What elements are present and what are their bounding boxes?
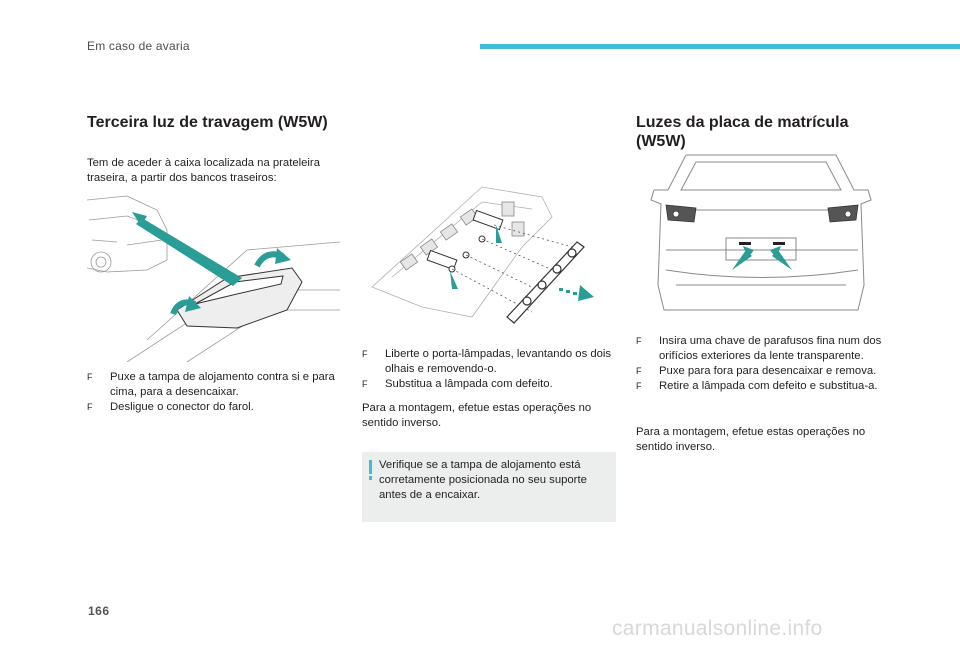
bullet-icon: F	[87, 372, 93, 382]
rear-shelf-illustration	[87, 195, 340, 362]
brake-light-intro: Tem de aceder à caixa localizada na prat…	[87, 157, 320, 184]
plate-lights-title: Luzes da placa de matrícula (W5W)	[636, 114, 849, 150]
watermark: carmanualsonline.info	[612, 617, 823, 640]
bullet-icon: F	[636, 336, 642, 346]
info-callout: Verifique se a tampa de alojamento está …	[362, 452, 616, 522]
reassembly-note: Para a montagem, efetue estas operações …	[362, 402, 592, 429]
page-section-title: Em caso de avaria	[87, 39, 190, 53]
bullet-icon: F	[636, 381, 642, 391]
info-icon-dot	[369, 476, 372, 480]
bullet-icon: F	[636, 366, 642, 376]
info-callout-text: Verifique se a tampa de alojamento está …	[379, 459, 587, 501]
bullet-icon: F	[362, 379, 368, 389]
car-rear-illustration	[650, 154, 872, 311]
lamp-holder-illustration	[371, 186, 594, 324]
brake-light-title: Terceira luz de travagem (W5W)	[87, 114, 328, 131]
header-accent-bar	[480, 44, 960, 49]
bullet-icon: F	[87, 402, 93, 412]
bullet-icon: F	[362, 349, 368, 359]
plate-reassembly-note: Para a montagem, efetue estas operações …	[636, 426, 866, 453]
page-number: 166	[88, 604, 110, 618]
info-icon	[369, 460, 372, 474]
